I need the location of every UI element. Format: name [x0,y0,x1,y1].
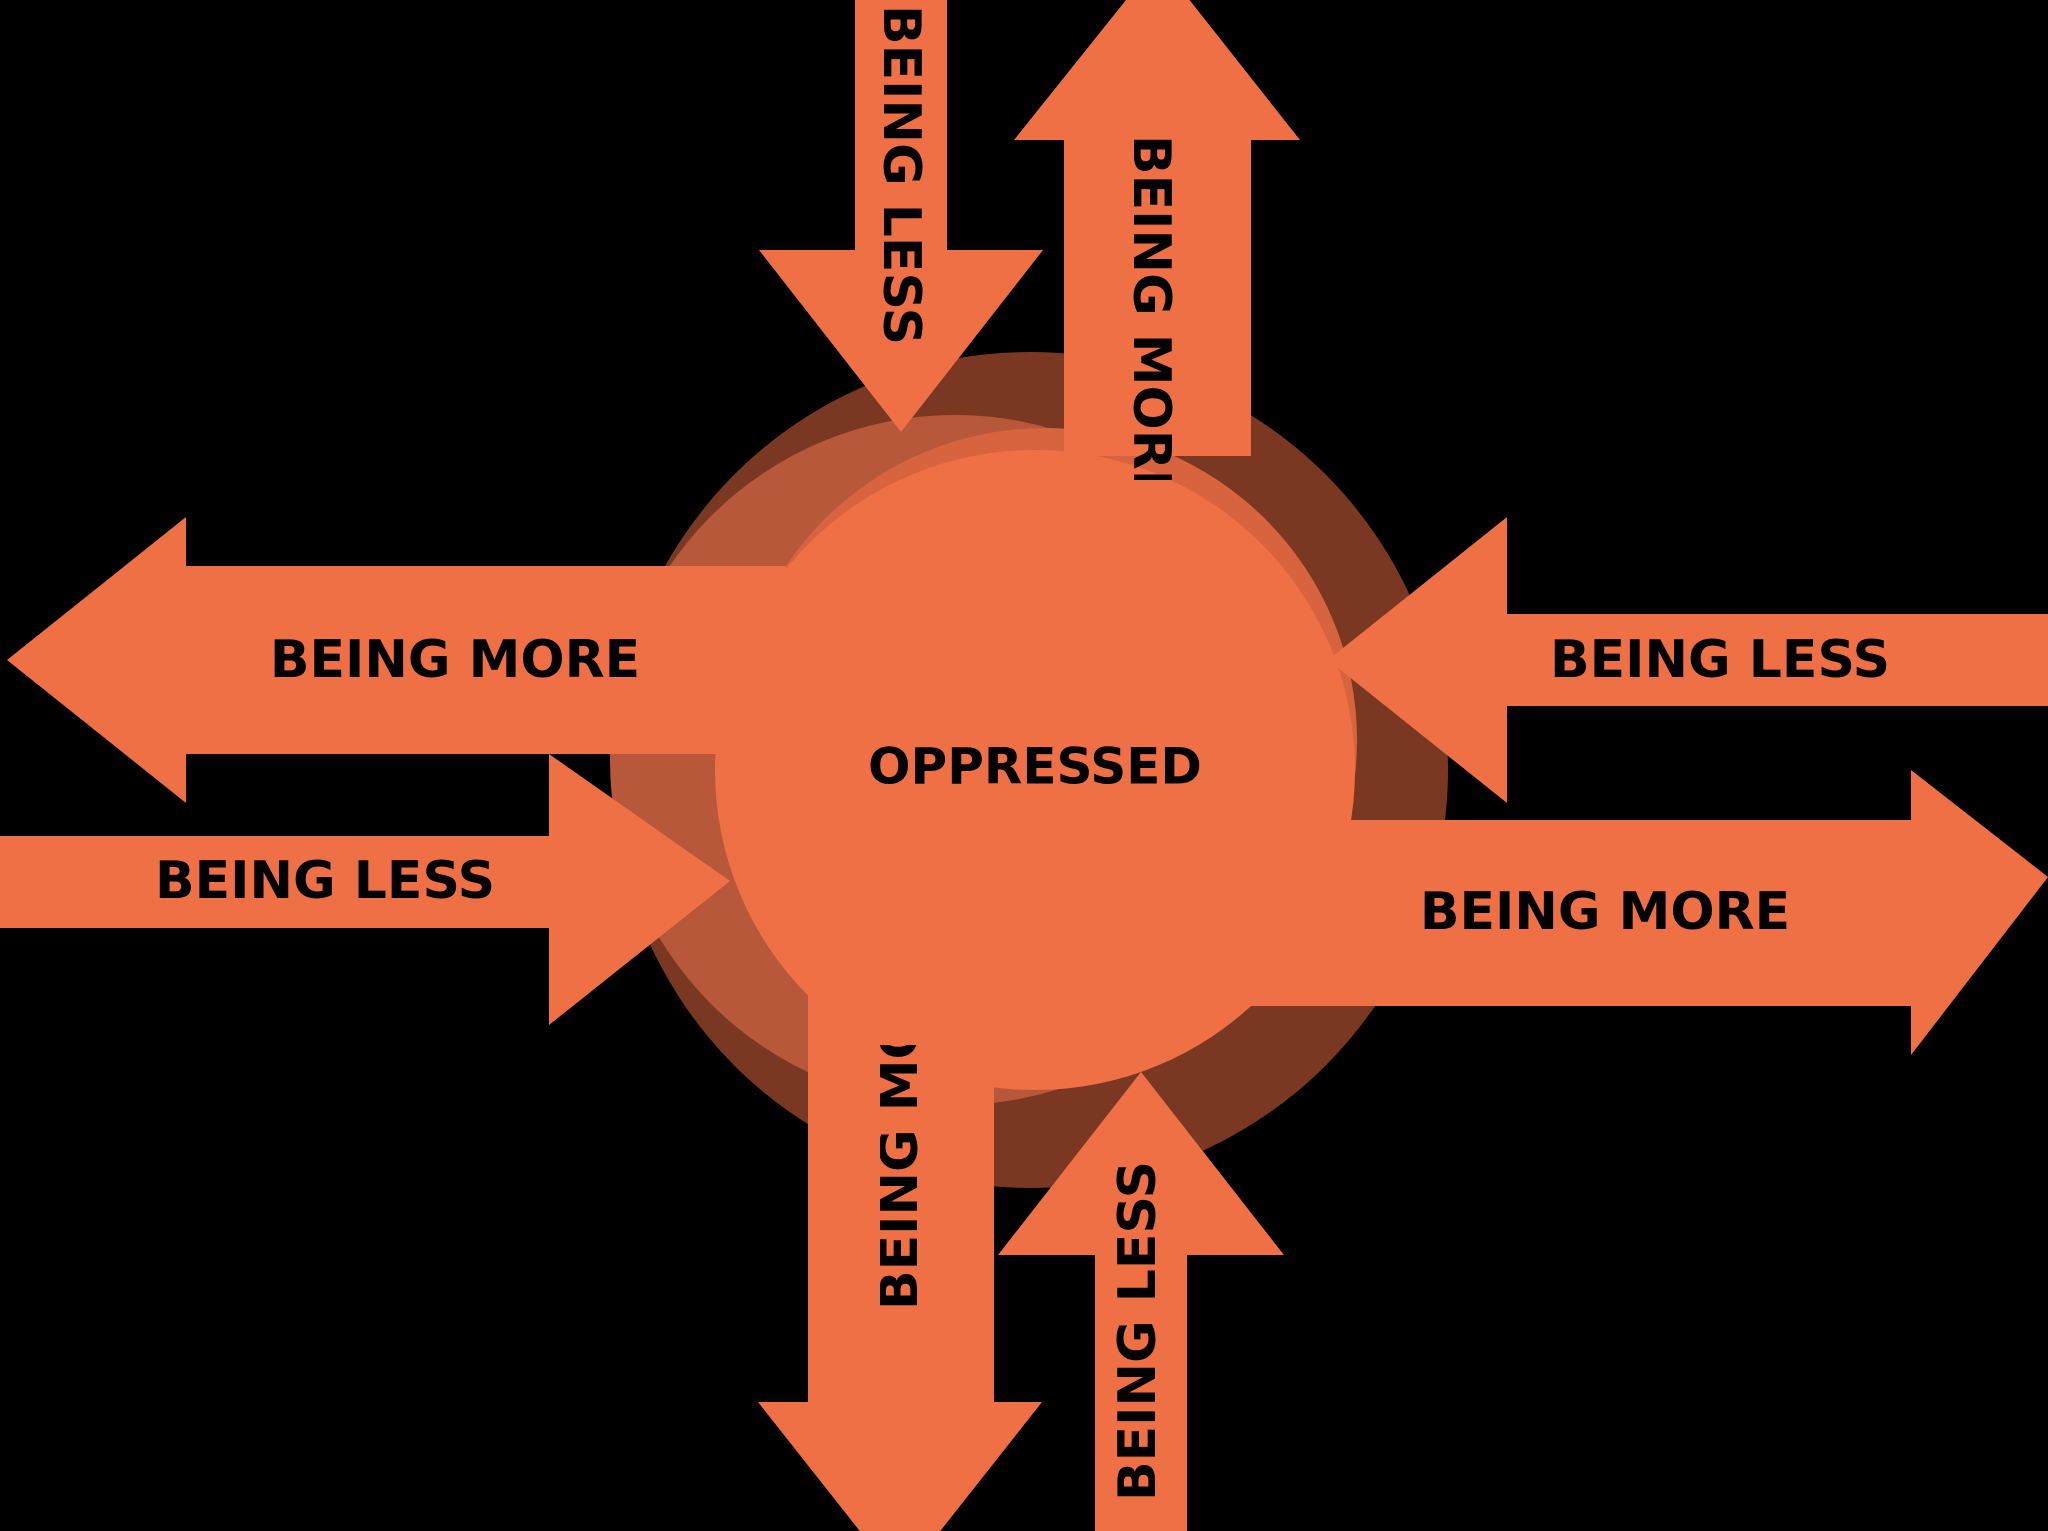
arrow-right-more-label: BEING MORE [1420,882,1790,942]
arrow-bottom-more [758,990,1042,1531]
arrow-top-more-label: BEING MORE [1121,135,1181,505]
arrow-top-less-label: BEING LESS [871,5,931,345]
arrow-top-more [1014,0,1300,456]
center-circle [715,450,1355,1090]
arrow-right-less [1328,517,2048,803]
arrow-left-more [7,517,786,803]
arrow-right-more [1250,770,2048,1055]
center-label: OPPRESSED [868,738,1202,796]
arrow-left-less [0,754,730,1025]
arrow-bottom-less [998,1072,1284,1531]
arrow-bottom-more-label: BEING MORE [870,940,930,1310]
arrow-right-less-label: BEING LESS [1550,630,1890,690]
arrow-left-more-label: BEING MORE [270,630,640,690]
arrow-left-less-label: BEING LESS [155,851,495,911]
arrow-top-less [759,0,1043,432]
arrow-bottom-less-label: BEING LESS [1108,1161,1168,1501]
